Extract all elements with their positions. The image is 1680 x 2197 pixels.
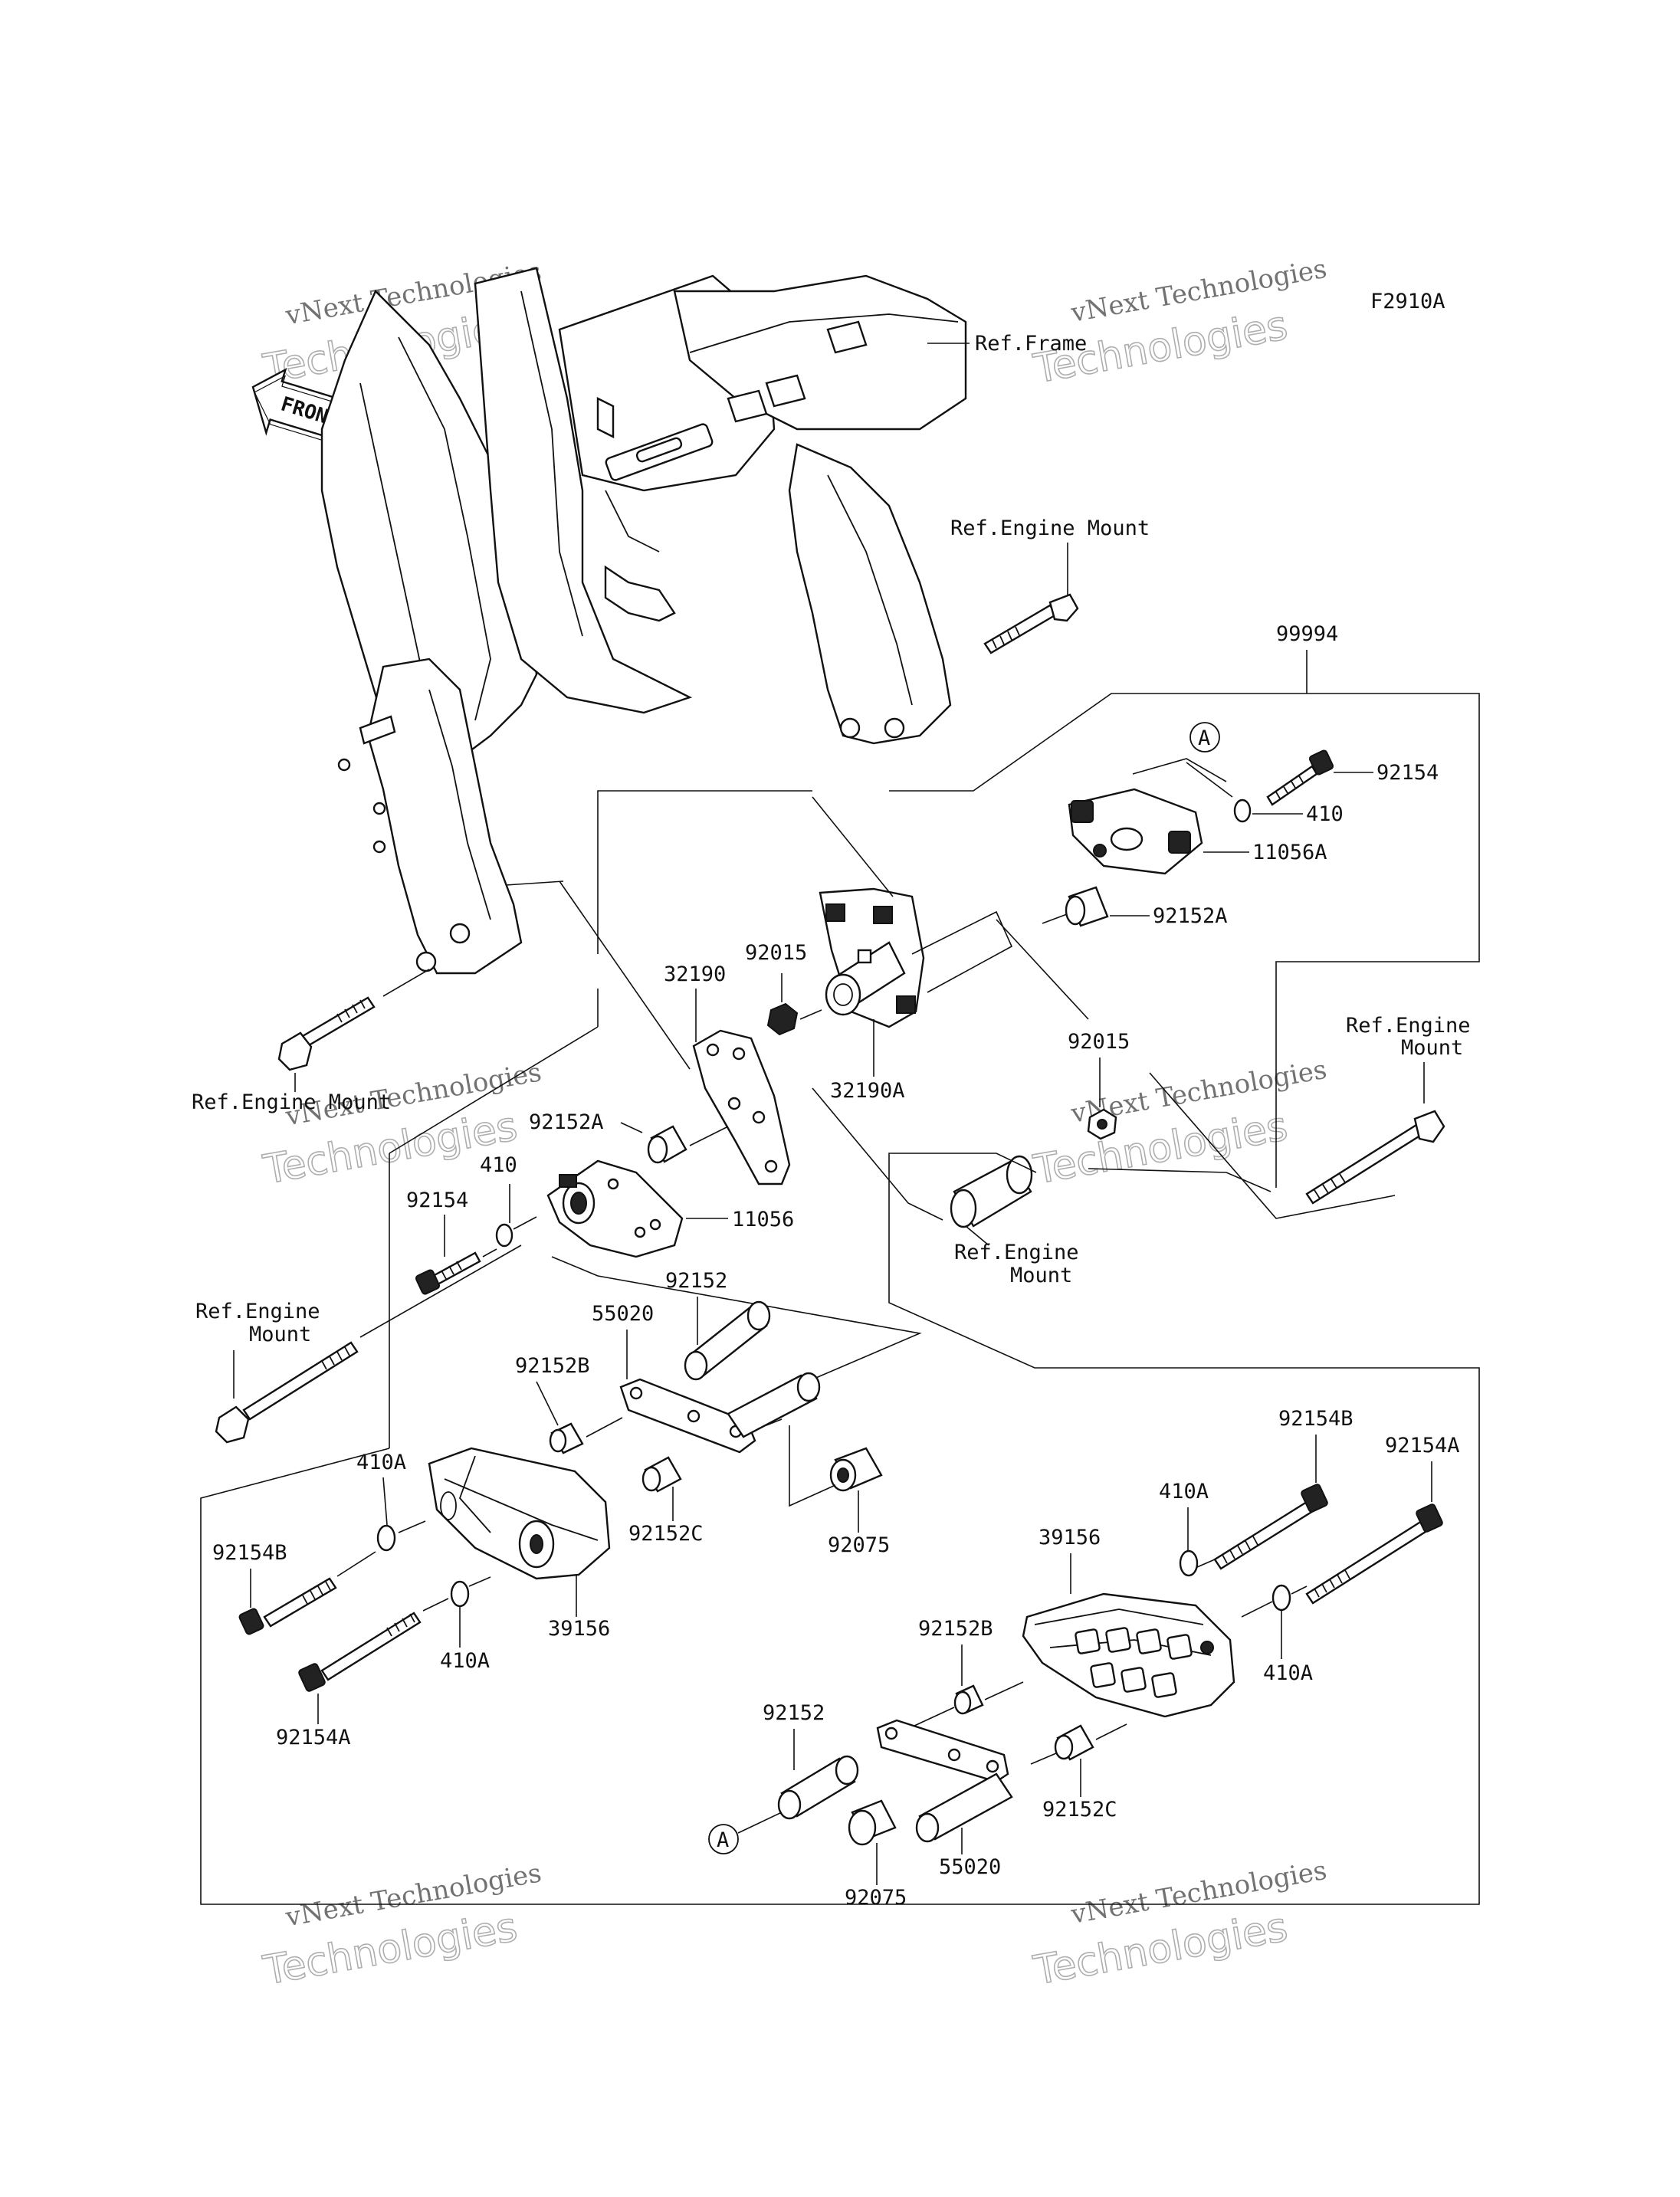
label-11056: 11056 <box>732 1208 794 1231</box>
label-99994: 99994 <box>1276 622 1338 646</box>
plate-55020-right <box>876 1719 1013 1843</box>
label-410-top: 410 <box>1306 802 1344 826</box>
label-11056a: 11056A <box>1252 841 1327 864</box>
label-92152-right: 92152 <box>763 1701 825 1725</box>
label-92154b-left: 92154B <box>212 1541 287 1565</box>
engine-mount-bolt-right <box>1305 1110 1445 1205</box>
bolt-92154a-left <box>298 1612 422 1692</box>
label-ref-engine-bl-l1: Ref.Engine <box>195 1300 320 1323</box>
label-92075-right: 92075 <box>845 1886 907 1910</box>
label-410a-left-bottom: 410A <box>440 1649 490 1673</box>
label-ref-engine-mid-l1: Ref.Engine <box>954 1241 1079 1264</box>
label-ref-engine-left: Ref.Engine Mount <box>192 1090 391 1114</box>
label-92152b-right: 92152B <box>918 1617 993 1641</box>
nut-92015-left <box>766 1002 799 1036</box>
bracket-11056 <box>546 1159 684 1258</box>
plate-55020-left <box>619 1372 821 1454</box>
slider-39156-right <box>1022 1592 1235 1718</box>
engine-mount-collar-mid <box>950 1155 1033 1228</box>
label-32190a: 32190A <box>830 1079 905 1103</box>
figure-code: F2910A <box>1370 290 1445 313</box>
washer-410-left <box>495 1223 514 1248</box>
ref-frame-label: Ref.Frame <box>975 332 1087 356</box>
label-92152a-right: 92152A <box>1153 904 1228 928</box>
label-92152c-left: 92152C <box>628 1522 704 1546</box>
label-ref-engine-right-l1: Ref.Engine <box>1346 1014 1471 1038</box>
engine-mount-bolt-bottom-left <box>215 1341 359 1444</box>
slider-39156-left <box>428 1447 611 1580</box>
label-92015-right: 92015 <box>1068 1030 1130 1054</box>
callout-a-bottom: A <box>708 1824 739 1854</box>
bracket-32190 <box>692 1029 791 1185</box>
callout-a-top-label: A <box>1198 726 1210 750</box>
spacer-92152c-left <box>641 1456 682 1493</box>
bushing-92075-left <box>829 1447 883 1492</box>
label-39156-right: 39156 <box>1039 1526 1101 1549</box>
bolt-92154b-left <box>238 1577 337 1635</box>
label-92154a-left: 92154A <box>276 1726 351 1749</box>
label-92154a-right: 92154A <box>1385 1434 1460 1458</box>
label-55020-right: 55020 <box>939 1855 1001 1879</box>
spacer-92152b-left <box>549 1422 584 1454</box>
label-ref-engine-mid-l2: Mount <box>1010 1264 1072 1287</box>
bracket-11056a <box>1068 788 1203 875</box>
washer-410-top <box>1233 798 1252 823</box>
label-32190: 32190 <box>664 962 726 986</box>
watermark-text: Technologies <box>1030 1904 1291 1994</box>
label-39156-left: 39156 <box>548 1617 610 1641</box>
bolt-92154-top <box>1266 749 1334 806</box>
ref-engine-mount-top-label: Ref.Engine Mount <box>950 516 1150 540</box>
spacer-92152c-right <box>1054 1724 1094 1761</box>
washer-410a-left-bottom <box>450 1580 470 1608</box>
bolt-92154-left <box>415 1251 481 1295</box>
label-410a-left-top: 410A <box>356 1451 406 1474</box>
label-92154-left: 92154 <box>406 1189 468 1212</box>
label-410a-right-bottom: 410A <box>1263 1661 1313 1685</box>
watermark-text: Technologies <box>1030 1103 1291 1193</box>
spacer-92152a-right <box>1065 886 1109 927</box>
spacer-92152-left <box>684 1300 771 1381</box>
washer-410a-right-top <box>1179 1549 1199 1577</box>
label-92015-left: 92015 <box>745 941 807 965</box>
label-410a-right-top: 410A <box>1159 1480 1209 1503</box>
label-92152a-left: 92152A <box>529 1110 604 1134</box>
engine-mount-bolt-left <box>277 996 376 1071</box>
washer-410a-right-bottom <box>1271 1584 1291 1612</box>
spacer-92152b-right <box>953 1684 984 1715</box>
frame-illustration <box>320 267 967 975</box>
engine-mount-bolt-top <box>983 593 1079 654</box>
bolt-92154b-right <box>1213 1484 1328 1570</box>
bracket-32190a <box>819 887 925 1028</box>
bushing-92075-right <box>848 1799 897 1846</box>
label-ref-engine-bl-l2: Mount <box>249 1323 311 1346</box>
label-410-left: 410 <box>480 1153 517 1177</box>
label-92152b-left: 92152B <box>515 1354 590 1378</box>
label-55020-left: 55020 <box>592 1302 654 1326</box>
label-ref-engine-right-l2: Mount <box>1401 1036 1463 1060</box>
label-92075-left: 92075 <box>828 1533 890 1557</box>
callout-a-top <box>1189 722 1220 753</box>
label-92152-left: 92152 <box>665 1269 727 1293</box>
bolt-92154a-right <box>1305 1503 1443 1605</box>
spacer-92152a-left <box>647 1125 687 1164</box>
label-92154b-right: 92154B <box>1278 1407 1354 1431</box>
spacer-92152-right <box>777 1755 859 1820</box>
label-92152c-right: 92152C <box>1042 1798 1117 1822</box>
washer-410a-left-top <box>376 1524 396 1552</box>
label-92154-top: 92154 <box>1376 761 1439 785</box>
callout-a-bottom-label: A <box>717 1828 729 1852</box>
